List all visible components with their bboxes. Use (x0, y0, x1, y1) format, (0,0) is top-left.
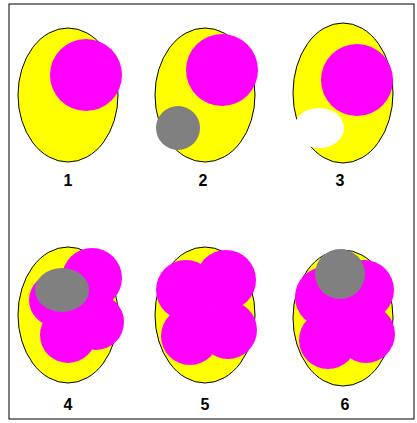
callout-number: 5 (183, 396, 227, 414)
egg-3 (293, 23, 393, 163)
callout-number: 1 (46, 172, 90, 190)
egg-2 (155, 28, 258, 162)
egg-4 (18, 247, 124, 383)
egg-6 (293, 249, 395, 386)
egg-1 (18, 28, 122, 162)
egg-5 (155, 247, 257, 383)
callout-number: 6 (323, 396, 367, 414)
callout-number: 2 (181, 172, 225, 190)
callout-number: 3 (318, 172, 362, 190)
frame (9, 4, 414, 419)
callout-number: 4 (46, 396, 90, 414)
